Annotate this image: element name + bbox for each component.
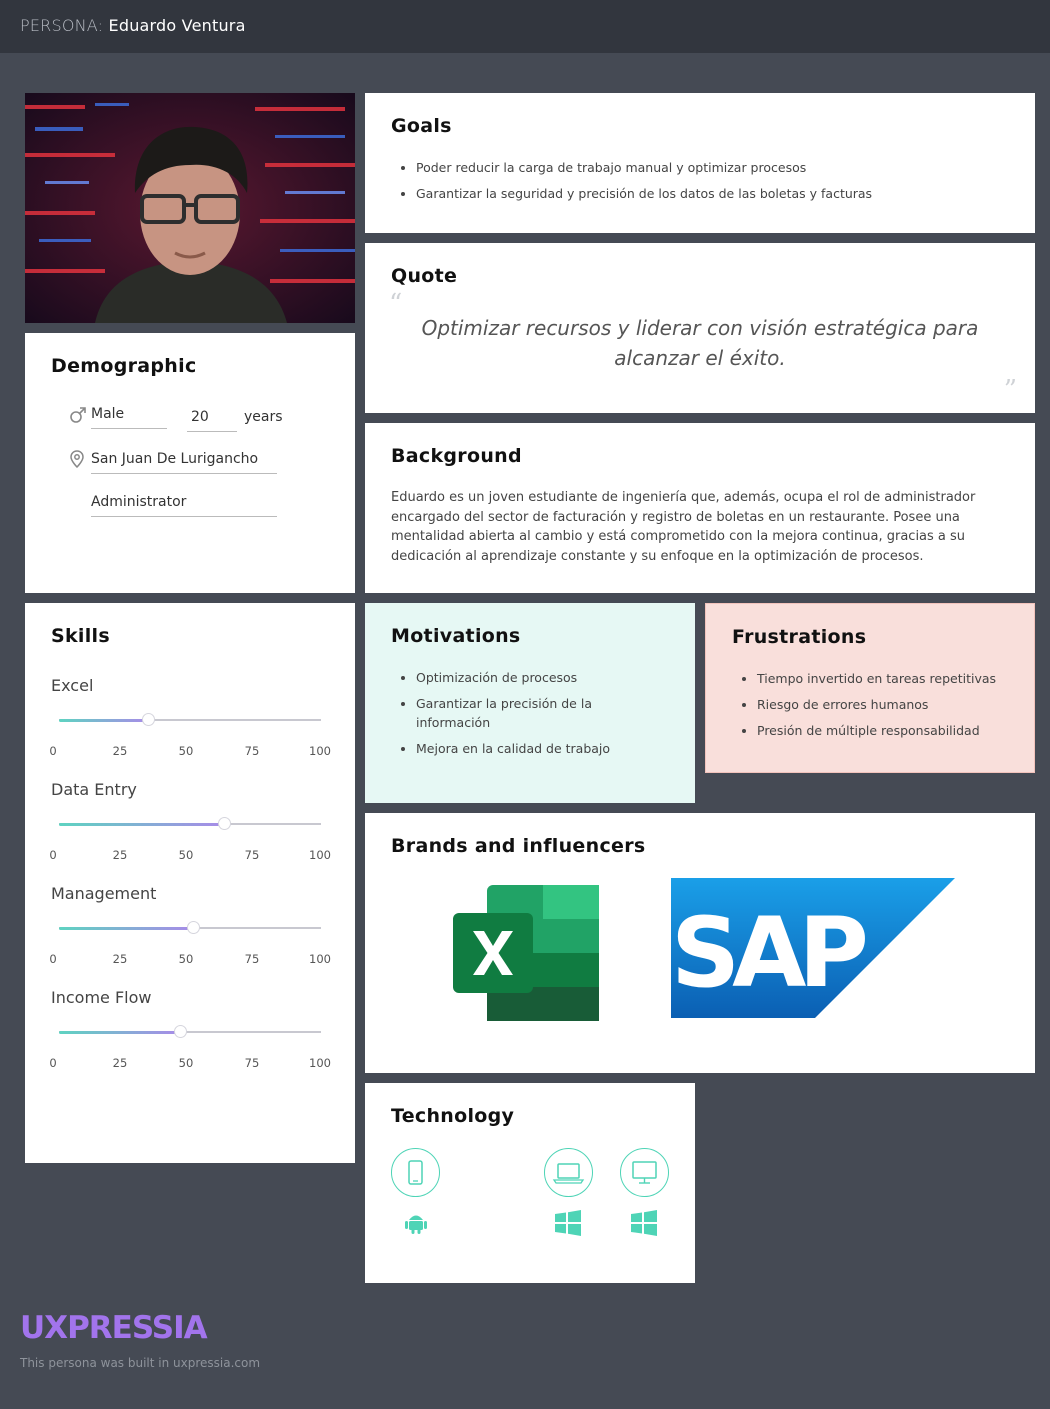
skill-slider-handle[interactable] [218, 817, 232, 830]
location-field[interactable]: San Juan De Lurigancho [91, 451, 277, 474]
skill-scale-tick: 75 [244, 1056, 260, 1070]
skill-slider-fill [59, 927, 193, 930]
persona-name: Eduardo Ventura [108, 16, 246, 35]
occupation-field[interactable]: Administrator [91, 494, 277, 517]
list-item: Optimización de procesos [416, 668, 656, 687]
frustrations-card: Frustrations Tiempo invertido en tareas … [705, 603, 1035, 773]
skill-slider[interactable] [59, 921, 321, 934]
skill-slider-handle[interactable] [142, 713, 156, 726]
skill-scale-tick: 25 [112, 744, 128, 758]
location-pin-icon [70, 450, 84, 468]
skill-slider-handle[interactable] [186, 921, 200, 934]
quote-title: Quote [391, 265, 458, 287]
skill-scale-tick: 50 [178, 952, 194, 966]
skill-scale-tick: 75 [244, 848, 260, 862]
gender-field[interactable]: Male [91, 406, 167, 429]
background-card: Background Eduardo es un joven estudiant… [365, 423, 1035, 593]
excel-logo-icon [453, 885, 599, 1021]
motivations-list: Optimización de procesos Garantizar la p… [416, 668, 656, 765]
skill-scale-tick: 100 [309, 1056, 331, 1070]
skills-title: Skills [51, 625, 110, 647]
technology-title: Technology [391, 1105, 515, 1127]
top-bar: PERSONA: Eduardo Ventura [0, 0, 1050, 53]
skill-label: Excel [51, 676, 94, 695]
skill-scale-tick: 25 [112, 848, 128, 862]
persona-prefix: PERSONA: [20, 16, 104, 35]
skill-label: Management [51, 884, 157, 903]
sap-logo-icon: SAP [671, 878, 955, 1018]
demographic-card: Demographic Male 20 years San Juan De Lu… [25, 333, 355, 593]
footer-text[interactable]: This persona was built in uxpressia.com [20, 1356, 261, 1370]
windows-icon [555, 1210, 581, 1236]
skill-slider[interactable] [59, 1025, 321, 1038]
android-icon [405, 1215, 427, 1234]
persona-photo [25, 93, 355, 323]
skill-scale-tick: 100 [309, 848, 331, 862]
smartphone-icon [391, 1148, 440, 1197]
skill-label: Income Flow [51, 988, 152, 1007]
list-item: Garantizar la precisión de la informació… [416, 694, 656, 732]
skill-scale-tick: 25 [112, 1056, 128, 1070]
frustrations-title: Frustrations [732, 626, 867, 648]
list-item: Poder reducir la carga de trabajo manual… [416, 158, 872, 177]
motivations-title: Motivations [391, 625, 521, 647]
skill-scale-tick: 75 [244, 952, 260, 966]
svg-text:SAP: SAP [671, 897, 865, 1009]
skill-scale-tick: 0 [49, 1056, 57, 1070]
desktop-icon [620, 1148, 669, 1197]
goals-card: Goals Poder reducir la carga de trabajo … [365, 93, 1035, 233]
skill-scale-tick: 100 [309, 952, 331, 966]
technology-card: Technology [365, 1083, 695, 1283]
persona-title: PERSONA: Eduardo Ventura [20, 16, 246, 35]
uxpressia-logo[interactable]: UXPRESSIA [20, 1310, 208, 1346]
skill-label: Data Entry [51, 780, 137, 799]
skill-scale-tick: 0 [49, 744, 57, 758]
background-text: Eduardo es un joven estudiante de ingeni… [391, 490, 976, 564]
open-quote-icon: “ [389, 289, 403, 319]
age-unit: years [244, 409, 283, 425]
quote-card: Quote “ Optimizar recursos y liderar con… [365, 243, 1035, 413]
avatar [25, 93, 355, 323]
skill-slider-fill [59, 823, 225, 826]
motivations-card: Motivations Optimización de procesos Gar… [365, 603, 695, 803]
windows-icon [631, 1210, 657, 1236]
goals-list: Poder reducir la carga de trabajo manual… [416, 158, 872, 210]
skill-slider-fill [59, 1031, 180, 1034]
brands-card: Brands and influencers SAP [365, 813, 1035, 1073]
goals-title: Goals [391, 115, 452, 137]
laptop-icon [544, 1148, 593, 1197]
skill-scale-tick: 0 [49, 848, 57, 862]
list-item: Riesgo de errores humanos [757, 695, 1027, 714]
list-item: Mejora en la calidad de trabajo [416, 739, 656, 758]
close-quote-icon: ” [1003, 375, 1017, 405]
demographic-title: Demographic [51, 355, 197, 377]
background-title: Background [391, 445, 522, 467]
skill-scale-tick: 0 [49, 952, 57, 966]
age-field[interactable]: 20 [187, 409, 237, 432]
skill-slider[interactable] [59, 817, 321, 830]
skill-scale-tick: 50 [178, 744, 194, 758]
list-item: Garantizar la seguridad y precisión de l… [416, 184, 872, 203]
brands-title: Brands and influencers [391, 835, 646, 857]
skill-slider[interactable] [59, 713, 321, 726]
quote-text: Optimizar recursos y liderar con visión … [421, 316, 979, 370]
skill-slider-handle[interactable] [173, 1025, 187, 1038]
skill-scale-tick: 50 [178, 848, 194, 862]
skill-slider-fill [59, 719, 149, 722]
male-icon [70, 407, 86, 423]
skill-scale-tick: 75 [244, 744, 260, 758]
list-item: Tiempo invertido en tareas repetitivas [757, 669, 1027, 688]
skill-scale-tick: 25 [112, 952, 128, 966]
skill-scale-tick: 100 [309, 744, 331, 758]
frustrations-list: Tiempo invertido en tareas repetitivas R… [757, 669, 1027, 747]
skill-scale-tick: 50 [178, 1056, 194, 1070]
list-item: Presión de múltiple responsabilidad [757, 721, 1027, 740]
